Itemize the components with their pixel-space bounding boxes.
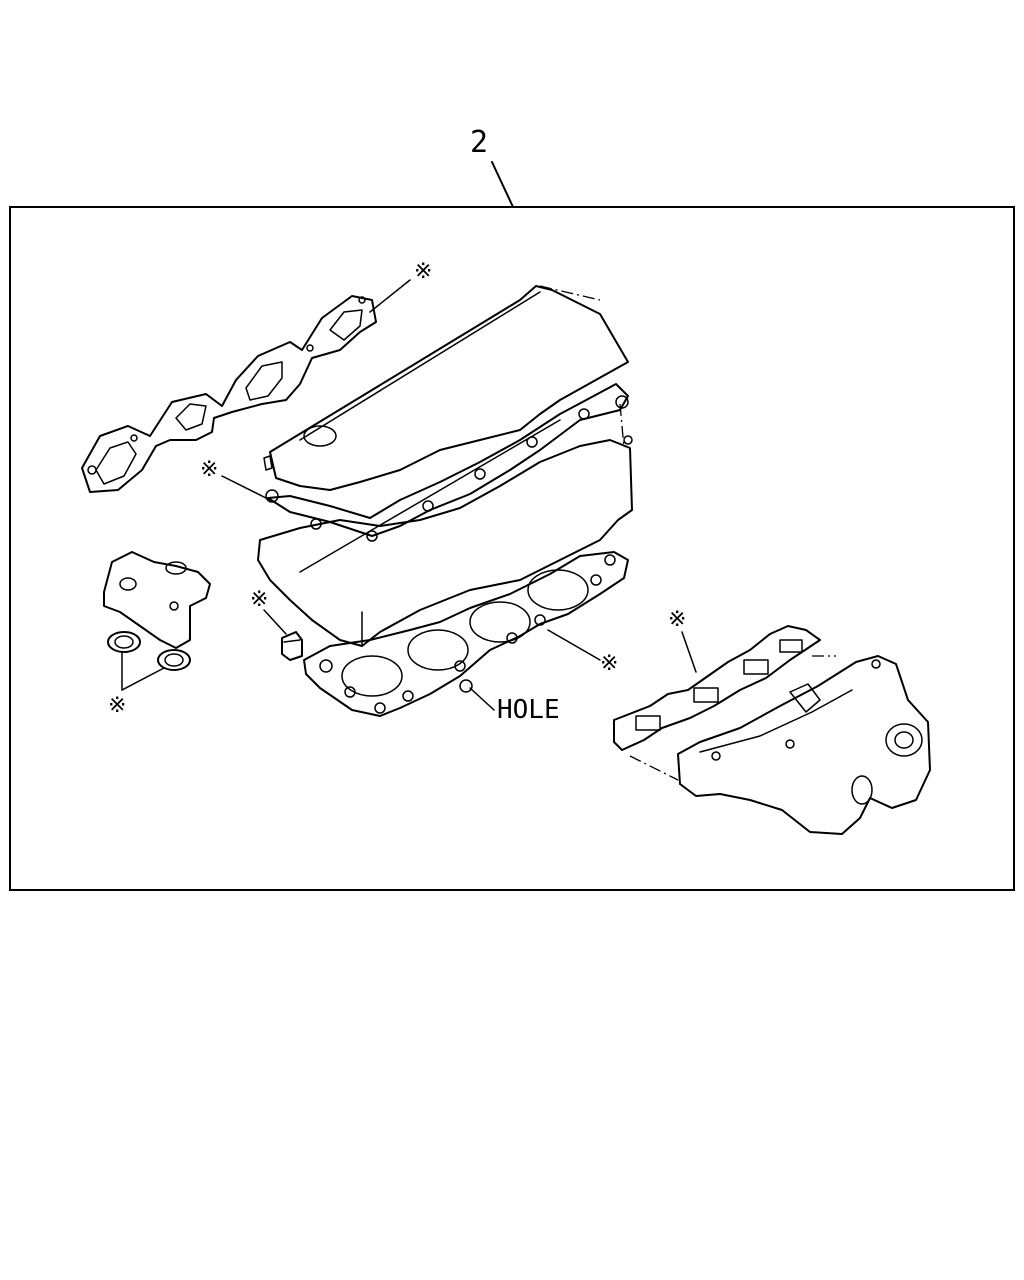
cylinder-head-gasket [303, 551, 629, 717]
rocker-cover-gasket [265, 383, 629, 542]
oil-seal-ring-top [107, 631, 141, 653]
hole-label: HOLE [497, 695, 560, 725]
asterisk-mark-cover-gasket: ※ [200, 457, 218, 482]
leader-plug [263, 609, 287, 635]
cap-plug [281, 631, 303, 661]
intake-manifold [677, 655, 931, 835]
cylinder-head [257, 419, 633, 647]
intake-manifold-gasket [613, 625, 821, 751]
asterisk-mark-seal-rings: ※ [108, 693, 126, 718]
asterisk-mark-exhaust-gasket: ※ [414, 259, 432, 284]
leader-intake-gasket [681, 631, 697, 673]
dash-line-cover-to-head [539, 285, 601, 301]
asterisk-mark-head-gasket: ※ [600, 651, 618, 676]
callout-leader-line [491, 161, 514, 208]
dash-line-gasket-to-block [619, 403, 625, 449]
asterisk-mark-plug: ※ [250, 587, 268, 612]
leader-hole [469, 687, 495, 711]
oil-seal-ring-bottom [157, 649, 191, 671]
leader-cover-gasket [221, 475, 271, 501]
dash-line-intake [629, 755, 679, 781]
thermostat-housing [103, 551, 211, 649]
leader-seal-ring-bottom [121, 667, 165, 691]
asterisk-mark-intake-gasket: ※ [668, 607, 686, 632]
exhaust-manifold-gasket [81, 295, 377, 493]
leader-exhaust-gasket [369, 279, 411, 313]
leader-head-gasket [547, 629, 601, 661]
callout-number-label: 2 [470, 125, 488, 160]
kit-border-frame [9, 206, 1015, 891]
rocker-cover [263, 285, 629, 491]
